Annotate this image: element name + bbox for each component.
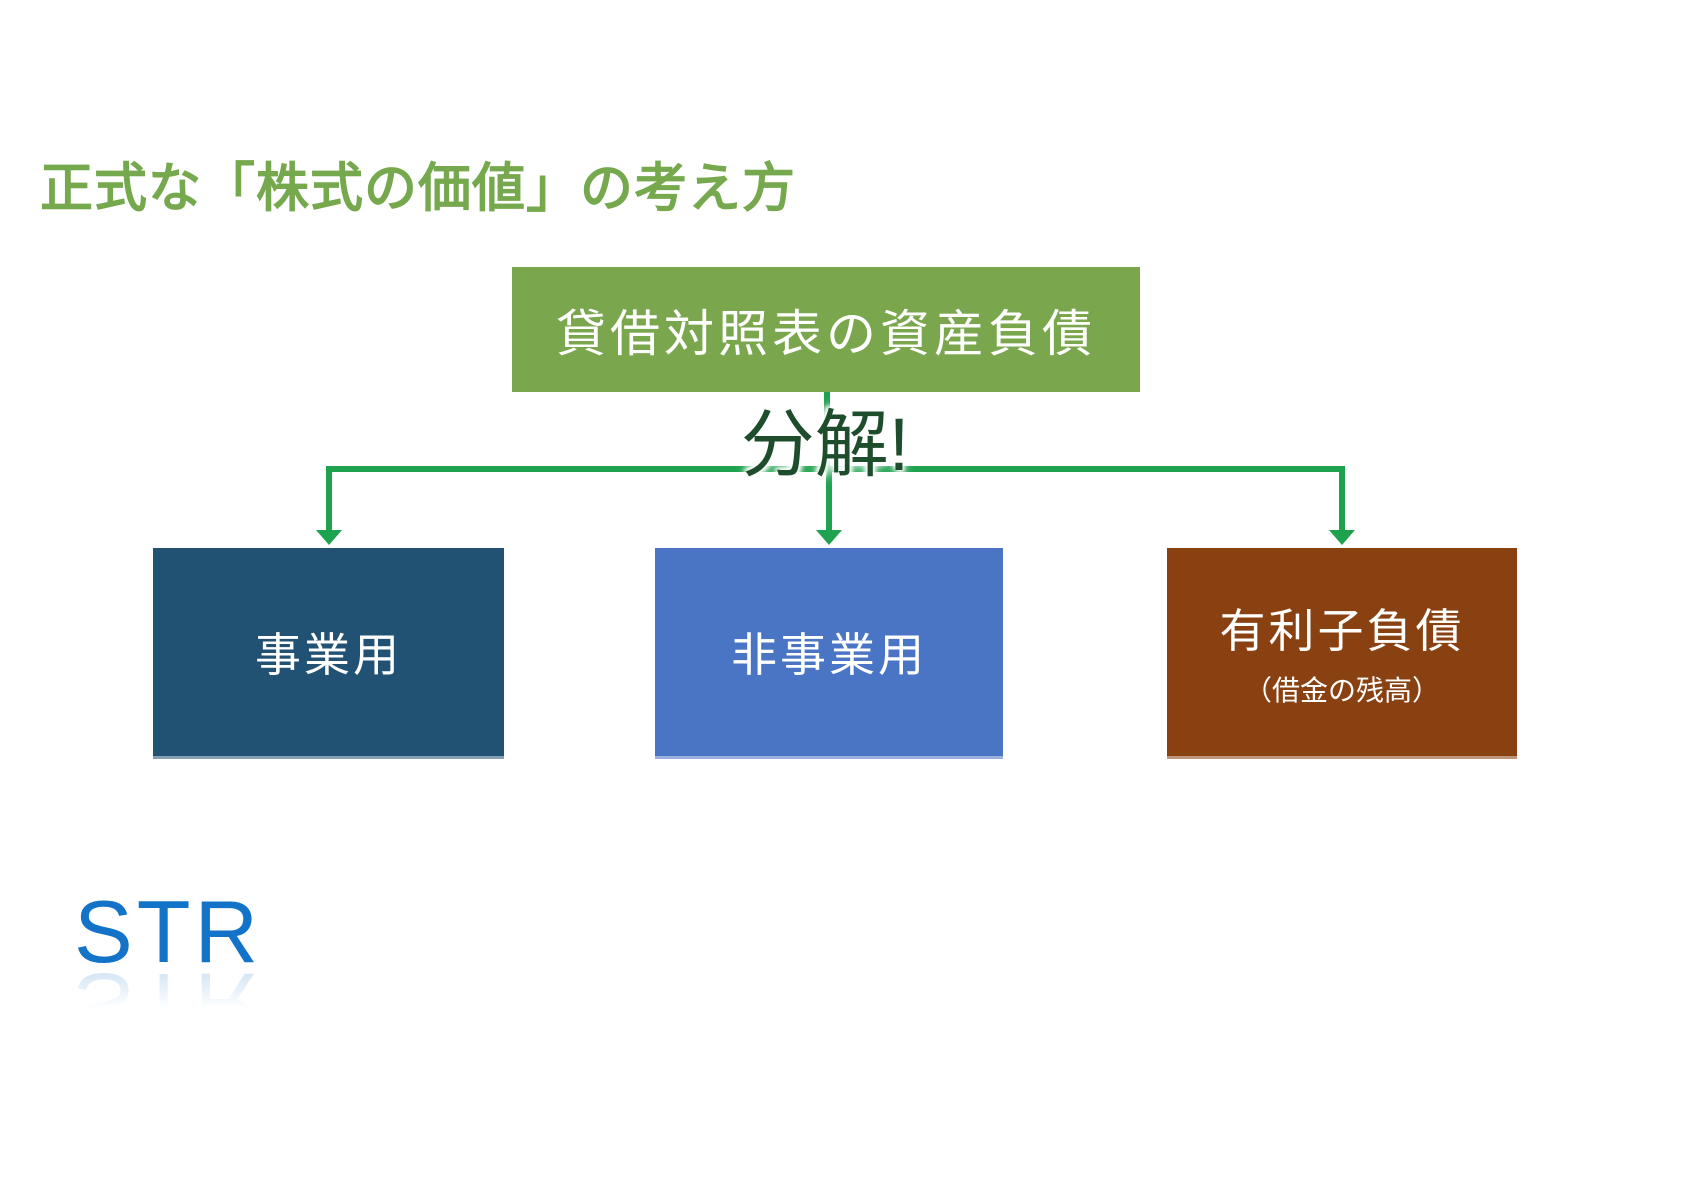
connector-drop-left [326,468,332,532]
box-nonbusiness-label: 非事業用 [731,629,927,681]
box-debt-label: 有利子負債 [1219,605,1465,657]
box-nonbusiness: 非事業用 [655,548,1003,759]
box-interest-bearing-debt: 有利子負債 （借金の残高） [1167,548,1517,759]
arrow-down-icon [816,530,842,545]
connector-drop-center [826,468,832,532]
root-box-label: 貸借対照表の資産負債 [556,305,1096,362]
root-box: 貸借対照表の資産負債 [512,267,1140,392]
box-business-label: 事業用 [255,629,402,681]
page-title: 正式な「株式の価値」の考え方 [40,159,796,218]
logo: STR STR [74,882,262,1055]
box-business: 事業用 [153,548,504,759]
logo-text: STR [74,882,262,981]
connector-drop-right [1339,468,1345,532]
box-debt-sublabel: （借金の残高） [1243,675,1440,706]
arrow-down-icon [316,530,342,545]
connector-horizontal-line [326,466,1345,472]
logo-reflection: STR [74,955,262,1054]
connector-stem [824,392,830,468]
arrow-down-icon [1329,530,1355,545]
decompose-label: 分解! [740,403,910,486]
